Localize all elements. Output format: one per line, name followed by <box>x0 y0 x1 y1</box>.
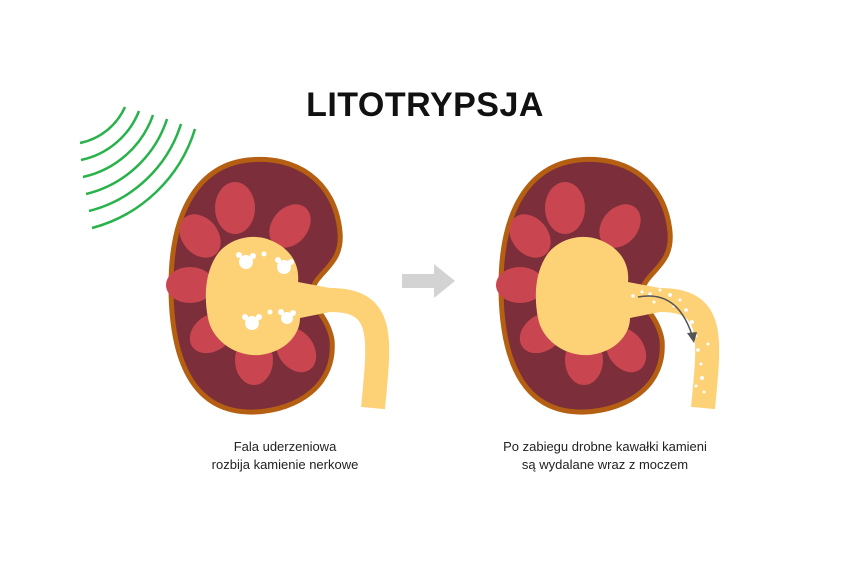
caption-before: Fala uderzeniowa rozbija kamienie nerkow… <box>175 438 395 474</box>
kidney-stone-fragments <box>236 251 296 330</box>
arrow-right-icon <box>402 264 455 298</box>
caption-before-line2: rozbija kamienie nerkowe <box>211 457 359 472</box>
caption-before-line1: Fala uderzeniowa <box>233 439 337 454</box>
kidney-before-icon <box>166 156 390 415</box>
caption-after-line1: Po zabiegu drobne kawałki kamieni <box>503 439 707 454</box>
page-title: LITOTRYPSJA <box>306 86 544 124</box>
flow-arrow-icon <box>637 295 693 336</box>
kidney-after-icon <box>496 156 720 415</box>
caption-after-line2: są wydalane wraz z moczem <box>521 457 689 472</box>
caption-after: Po zabiegu drobne kawałki kamieni są wyd… <box>455 438 755 474</box>
shockwave-icon <box>79 106 197 230</box>
